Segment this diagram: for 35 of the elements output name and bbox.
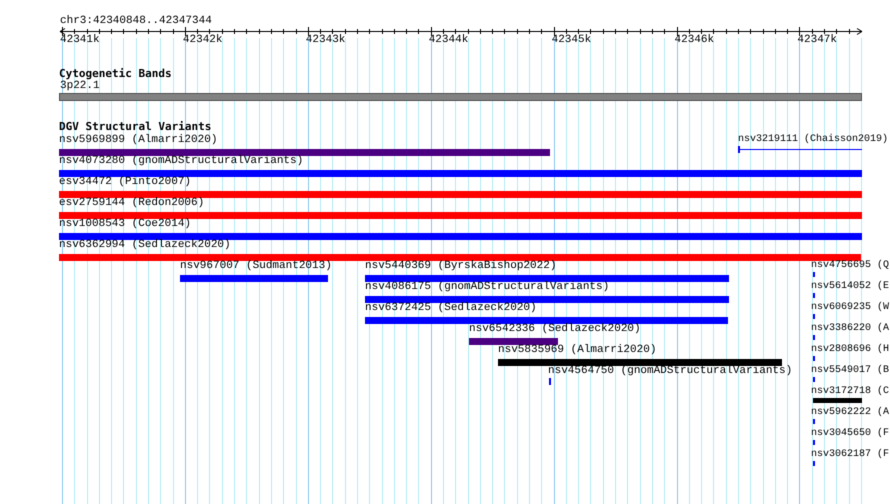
variant-label: nsv6362994 (Sedlazeck2020) [59,239,231,251]
variant-label: nsv4756695 (Q [811,260,890,272]
tick-label: 42346k [674,34,714,46]
variant-label: nsv2808696 (H [811,344,890,356]
tick-label: 42342k [182,34,222,46]
variant-label: nsv967007 (Sudmant2013) [180,260,332,272]
band-label: 3p22.1 [60,80,100,92]
position-label: chr3:42340848..42347344 [60,15,212,27]
variant-label: nsv5440369 (ByrskaBishop2022) [365,260,556,272]
variant-label: nsv1008543 (Coe2014) [59,218,192,230]
variant-label: nsv5962222 (A [811,407,890,419]
tick-label: 42341k [60,34,100,46]
variant-label: nsv3172718 (C [811,386,890,398]
variant-label: nsv4564750 (gnomADStructuralVariants) [548,365,792,377]
variant-label: esv2759144 (Redon2006) [59,197,204,209]
variant-label: nsv6069235 (W [811,302,890,314]
tick-label: 42344k [428,34,468,46]
variant-label: nsv3062187 (F [811,449,890,461]
variant-label: nsv4073280 (gnomADStructuralVariants) [59,155,304,167]
variant-label: nsv5835969 (Almarri2020) [498,344,656,356]
tick-label: 42345k [552,34,592,46]
variant-label: nsv3386220 (A [811,323,890,335]
variant-label: nsv5969899 (Almarri2020) [59,134,218,146]
variant-label: nsv6542336 (Sedlazeck2020) [469,323,641,335]
track-title: DGV Structural Variants [59,121,212,133]
tick-label: 42343k [306,34,346,46]
track-title: Cytogenetic Bands [59,68,172,80]
variant-label: nsv6372425 (Sedlazeck2020) [365,302,537,314]
variant-label: nsv5549017 (B [811,365,890,377]
variant-label: nsv3045650 (F [811,428,890,440]
variant-label: nsv4086175 (gnomADStructuralVariants) [365,281,610,293]
variant-label: nsv3219111 (Chaisson2019) [738,134,888,146]
variant-label: esv34472 (Pinto2007) [59,176,192,188]
tick-label: 42347k [797,34,837,46]
variant-label: nsv5614052 (E [811,281,890,293]
